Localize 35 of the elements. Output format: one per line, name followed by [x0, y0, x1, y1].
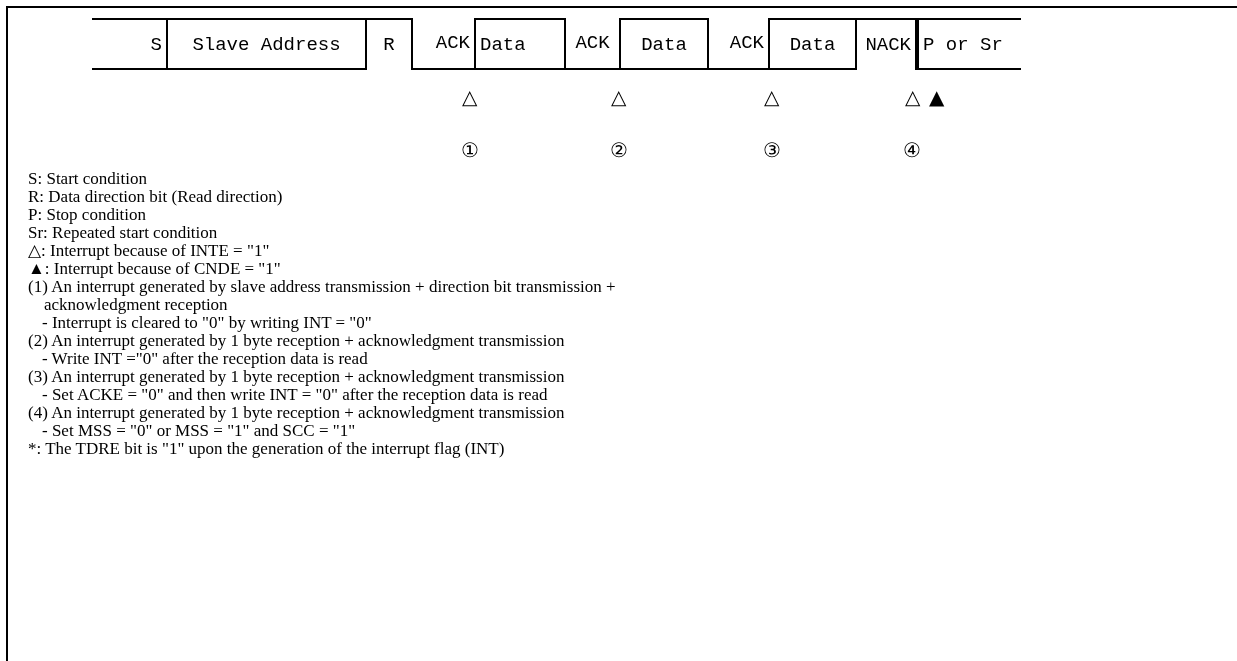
frame-field: R	[367, 18, 413, 70]
callout-number: ④	[903, 139, 921, 161]
note-text: - Set ACKE = "0" and then write INT = "0" after the reception data is read	[42, 386, 548, 404]
note-text: S: Start condition	[28, 170, 147, 188]
note-text: - Set MSS = "0" or MSS = "1" and SCC = "1"	[42, 422, 356, 440]
frame-field: Data	[768, 18, 857, 70]
frame-field: Data	[619, 18, 709, 70]
interrupt-mark: △	[462, 86, 478, 108]
interrupt-mark: △	[764, 86, 780, 108]
note-text: R: Data direction bit (Read direction)	[28, 188, 283, 206]
note-text: (4) An interrupt generated by 1 byte reception + acknowledgment transmission	[28, 404, 565, 422]
note-text: *: The TDRE bit is "1" upon the generation of the interrupt flag (INT)	[28, 440, 505, 458]
callout-number: ②	[610, 139, 628, 161]
note-text: △: Interrupt because of INTE = "1"	[28, 242, 270, 260]
note-text: P: Stop condition	[28, 206, 147, 224]
interrupt-mark: △	[905, 86, 921, 108]
interrupt-mark: ▲	[929, 86, 945, 108]
note-text: ▲: Interrupt because of CNDE = "1"	[28, 260, 281, 278]
interrupt-mark: △	[611, 86, 627, 108]
frame-field: ACK	[566, 18, 619, 70]
note-text: - Interrupt is cleared to "0" by writing INT = "0"	[42, 314, 372, 332]
callout-number: ③	[763, 139, 781, 161]
frame-field: Slave Address	[168, 18, 367, 70]
note-text: (1) An interrupt generated by slave address transmission + direction bit transmission + acknowledgment reception	[28, 278, 617, 314]
note-text: - Write INT ="0" after the reception data is read	[42, 350, 368, 368]
frame-field: NACK	[857, 18, 917, 70]
frame-field: ACK	[413, 18, 474, 70]
frame-field: ACK	[709, 18, 768, 70]
frame-field: P or Sr	[917, 18, 1021, 70]
frame-field: S	[92, 18, 168, 70]
note-text: (3) An interrupt generated by 1 byte reception + acknowledgment transmission	[28, 368, 565, 386]
callout-number: ①	[461, 139, 479, 161]
note-text: Sr: Repeated start condition	[28, 224, 218, 242]
note-text: (2) An interrupt generated by 1 byte reception + acknowledgment transmission	[28, 332, 565, 350]
frame-field: Data	[474, 18, 566, 70]
